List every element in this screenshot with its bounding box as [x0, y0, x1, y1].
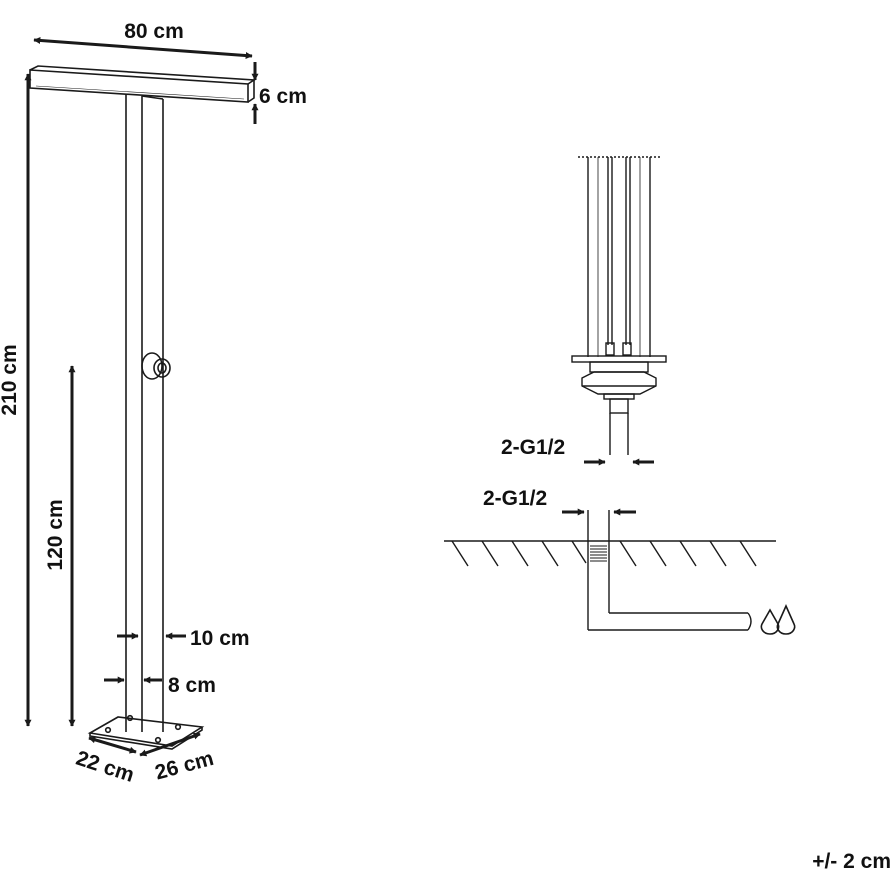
tolerance-label: +/- 2 cm	[812, 850, 891, 873]
dimension-arrows-right	[562, 458, 654, 516]
base-width-label: 26 cm	[153, 747, 216, 785]
base-width-arrow	[139, 732, 201, 757]
post-section	[587, 157, 651, 357]
supply-pipe	[587, 510, 752, 631]
head-thickness-label: 6 cm	[259, 85, 307, 108]
width-label: 80 cm	[124, 20, 184, 43]
inner-width-label: 8 cm	[168, 674, 216, 697]
total-height-label: 210 cm	[0, 344, 21, 415]
width-arrow	[33, 36, 253, 60]
water-drops-icon	[760, 604, 796, 635]
flange-plate	[571, 355, 667, 400]
valve-knob	[141, 352, 171, 380]
outer-width-label: 10 cm	[190, 627, 250, 650]
lower-thread-label: 2-G1/2	[483, 487, 547, 510]
upper-thread-label: 2-G1/2	[501, 436, 565, 459]
dimension-arrows-left	[24, 36, 259, 757]
outlet-pipe	[609, 398, 629, 455]
connection-detail	[444, 156, 796, 635]
base-depth-label: 22 cm	[73, 747, 137, 787]
ground-section	[444, 540, 776, 567]
base-depth-arrow	[88, 736, 137, 754]
shower-post	[125, 94, 164, 732]
valve-height-label: 120 cm	[44, 499, 67, 570]
